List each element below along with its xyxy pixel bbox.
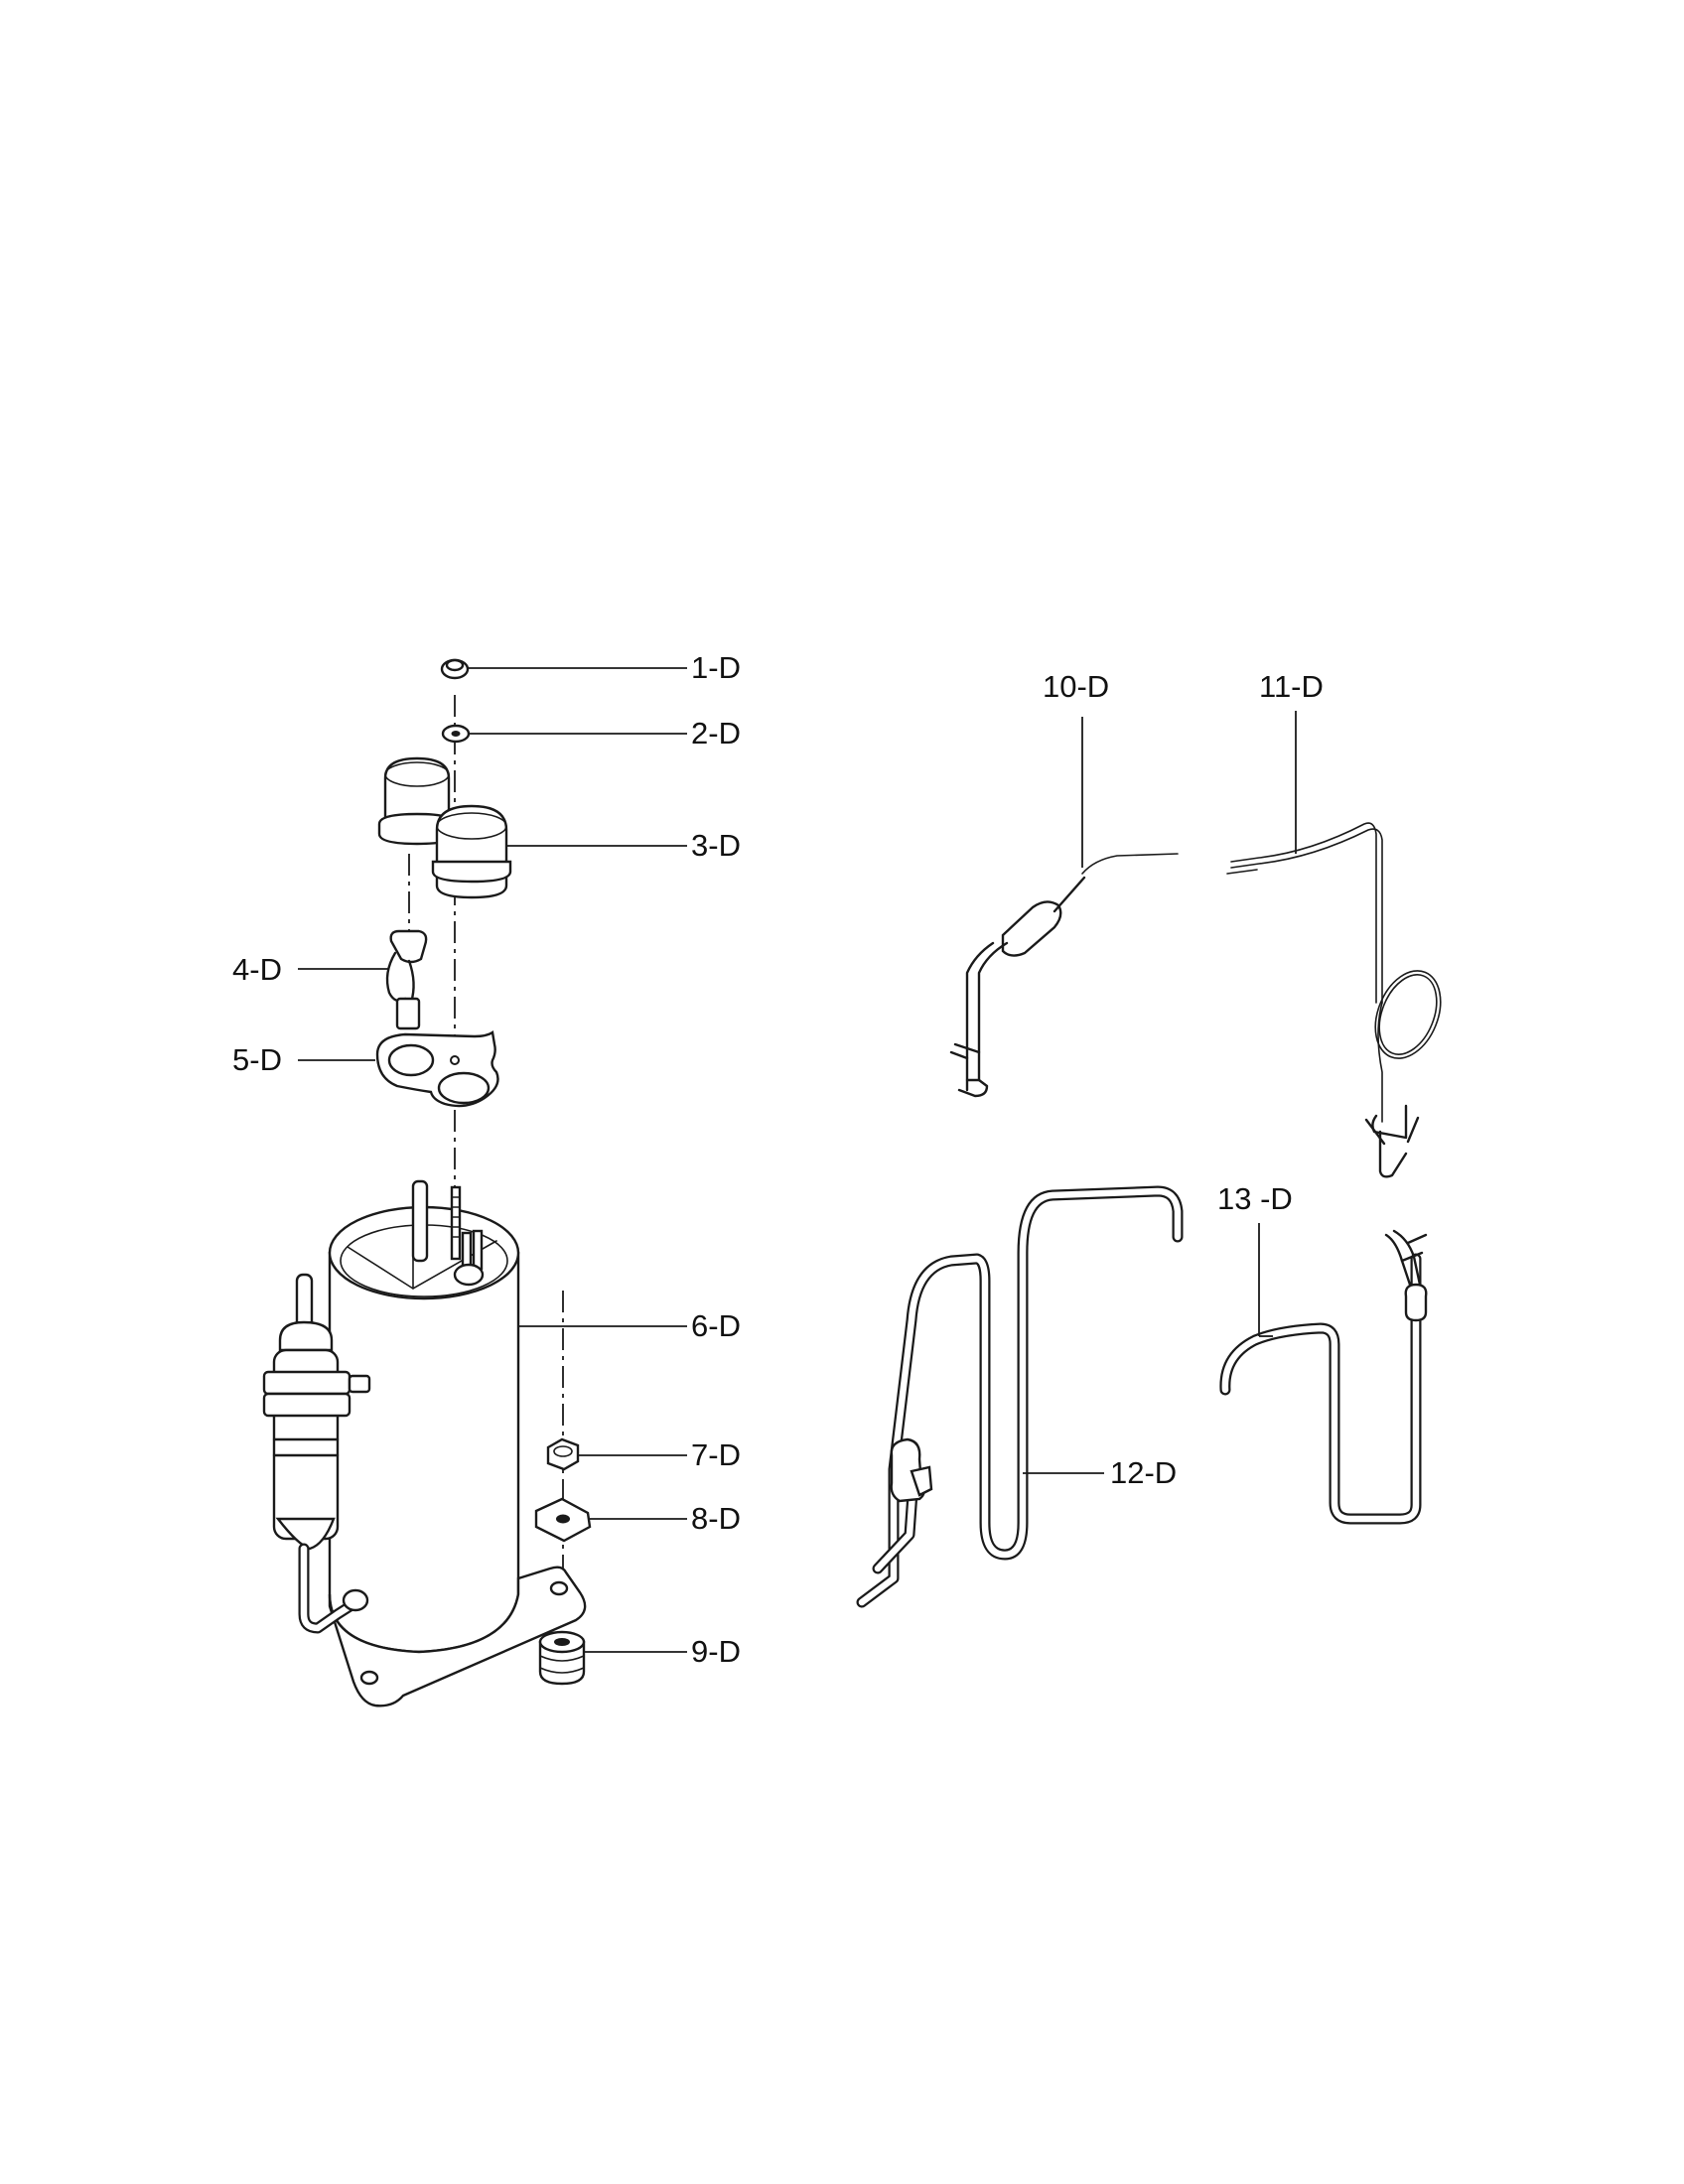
- label-13-d: 13 -D: [1217, 1181, 1293, 1216]
- part-4-wire-clip: [385, 929, 428, 1030]
- label-4-d: 4-D: [232, 952, 282, 987]
- label-1-d: 1-D: [691, 650, 741, 685]
- label-3-d: 3-D: [691, 828, 741, 863]
- part-13-tube-assembly: [1219, 1229, 1428, 1525]
- part-6-compressor: [262, 1179, 587, 1707]
- part-9-grommet: [538, 1630, 586, 1686]
- part-11-capillary-coil: [1226, 822, 1442, 1178]
- label-12-d: 12-D: [1110, 1455, 1177, 1490]
- part-12-tube-assembly: [856, 1185, 1184, 1608]
- part-3-capacitors: [377, 756, 512, 899]
- label-11-d: 11-D: [1259, 669, 1324, 704]
- part-1-cap-nut: [440, 658, 470, 680]
- part-2-washer: [441, 724, 471, 744]
- label-7-d: 7-D: [691, 1437, 741, 1472]
- label-8-d: 8-D: [691, 1501, 741, 1536]
- part-10-capillary-strainer: [949, 853, 1179, 1098]
- part-7-nut: [546, 1437, 580, 1471]
- label-9-d: 9-D: [691, 1634, 741, 1669]
- label-2-d: 2-D: [691, 716, 741, 751]
- part-8-bracket: [534, 1497, 592, 1543]
- label-5-d: 5-D: [232, 1042, 282, 1077]
- label-6-d: 6-D: [691, 1308, 741, 1343]
- label-10-d: 10-D: [1043, 669, 1109, 704]
- part-5-mounting-plate: [375, 1029, 499, 1108]
